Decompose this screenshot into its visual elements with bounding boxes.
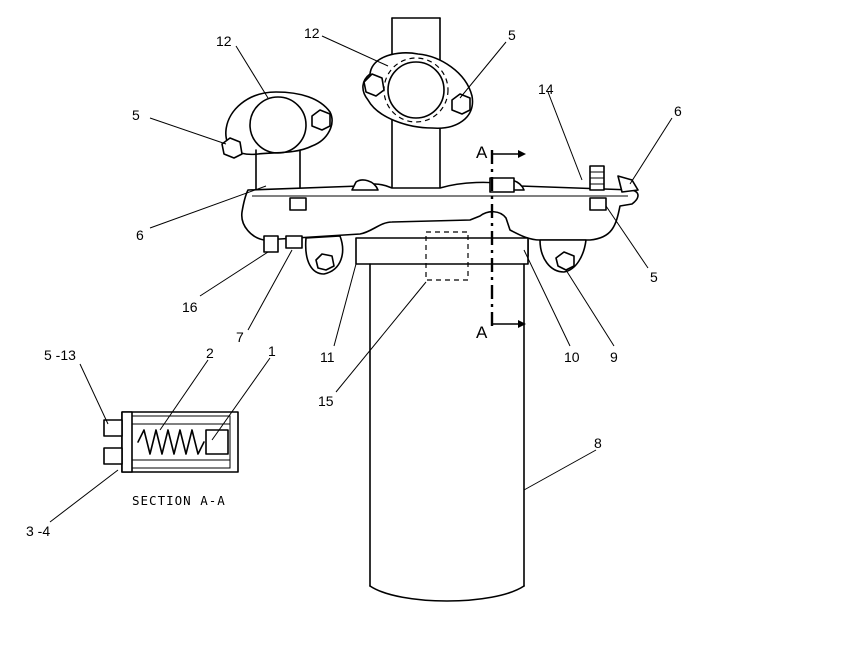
callout-10: 10 xyxy=(564,349,580,365)
callout-12-left: 12 xyxy=(216,33,232,49)
callout-12-center: 12 xyxy=(304,25,320,41)
section-caption: SECTION A-A xyxy=(132,493,226,508)
callout-5-right: 5 xyxy=(650,269,658,285)
manifold-body xyxy=(241,178,639,275)
leader-lines xyxy=(49,35,673,523)
callout-14: 14 xyxy=(538,81,554,97)
callout-5-left: 5 xyxy=(132,107,140,123)
callout-1: 1 xyxy=(268,343,276,359)
center-flange xyxy=(362,52,474,129)
bolts xyxy=(263,165,639,257)
section-detail xyxy=(103,411,239,473)
callout-8: 8 xyxy=(594,435,602,451)
callout-16: 16 xyxy=(182,299,198,315)
callout-7: 7 xyxy=(236,329,244,345)
callout-2: 2 xyxy=(206,345,214,361)
section-cut-line xyxy=(490,150,526,328)
section-mark-top: A xyxy=(476,143,488,162)
section-mark-bottom: A xyxy=(476,323,488,342)
callout-3-4: 3 -4 xyxy=(26,523,50,539)
left-flange xyxy=(221,91,333,191)
callout-15: 15 xyxy=(318,393,334,409)
callout-9: 9 xyxy=(610,349,618,365)
callout-6-right: 6 xyxy=(674,103,682,119)
callout-5-13: 5 -13 xyxy=(44,347,76,363)
callout-11: 11 xyxy=(320,349,335,365)
callout-5-top: 5 xyxy=(508,27,516,43)
callouts: 12 12 5 5 5 14 6 6 16 7 11 15 10 9 8 5 -… xyxy=(26,25,682,539)
callout-6-left: 6 xyxy=(136,227,144,243)
filter-canister xyxy=(355,231,529,602)
